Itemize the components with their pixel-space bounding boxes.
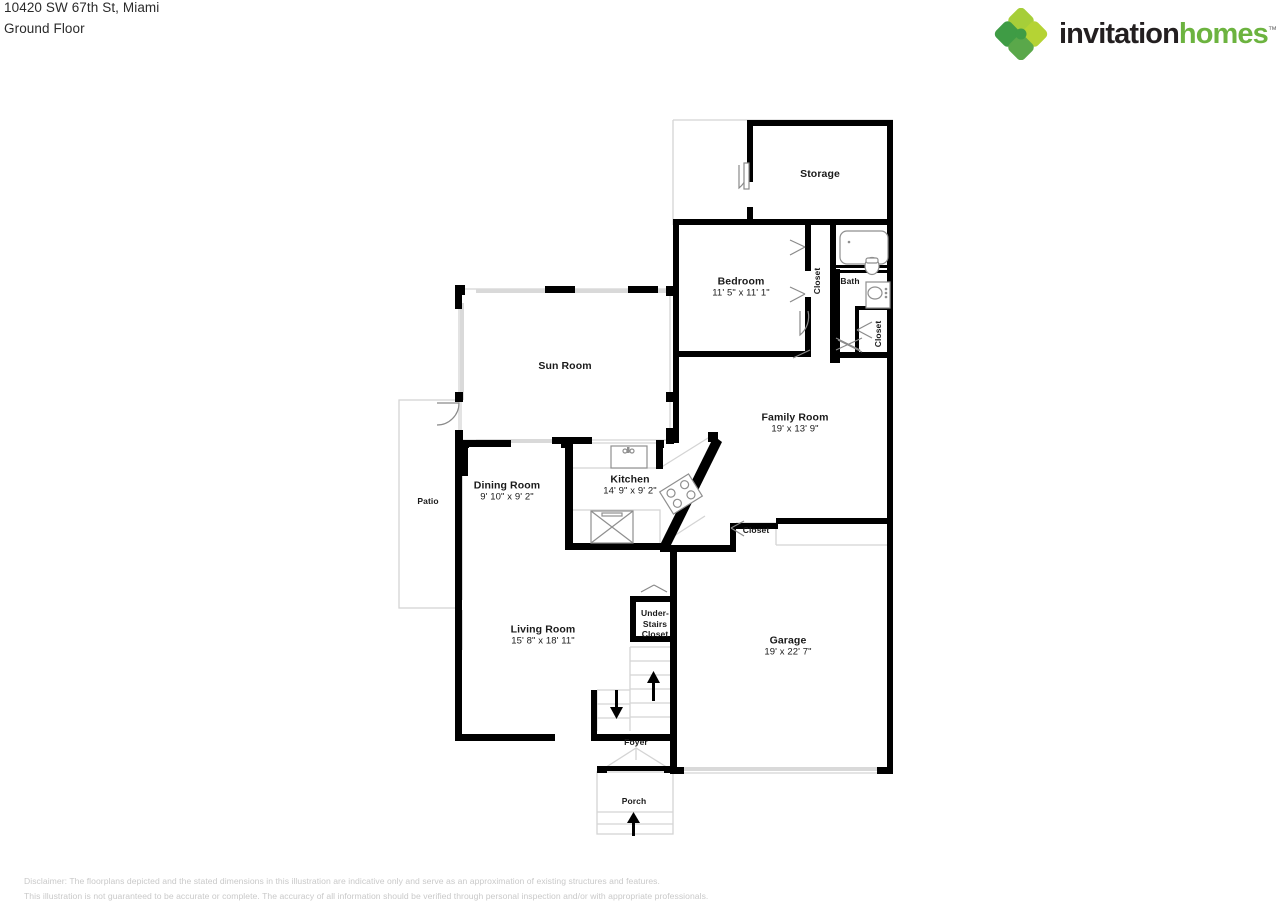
invitation-homes-mark-icon xyxy=(994,8,1048,60)
bathtub-icon xyxy=(839,230,889,265)
stairs-up-arrow-icon xyxy=(647,671,660,701)
thin-outline-group xyxy=(398,119,893,835)
logo-trademark: ™ xyxy=(1267,23,1277,34)
logo-word-homes: homes xyxy=(1178,17,1269,50)
porch-up-arrow-icon xyxy=(627,812,640,836)
sink-basin-icon xyxy=(867,286,883,300)
cooktop-icon xyxy=(658,473,704,515)
kitchen-fixture-group xyxy=(590,445,704,544)
logo-word-invitation: invitation xyxy=(1059,17,1180,50)
page-title-address: 10420 SW 67th St, Miami xyxy=(4,0,160,15)
kitchen-sink-icon xyxy=(610,445,648,469)
wall-group xyxy=(455,120,893,774)
stairs-down-arrow-icon xyxy=(610,690,623,719)
bath-fixture-group xyxy=(839,230,891,309)
disclaimer-line-1: Disclaimer: The floorplans depicted and … xyxy=(24,876,660,886)
door-swing-group xyxy=(436,162,873,593)
page-subtitle-floor: Ground Floor xyxy=(4,21,85,36)
disclaimer-line-2: This illustration is not guaranteed to b… xyxy=(24,890,709,901)
arrow-group xyxy=(610,671,660,836)
logo-wordmark: invitationhomes™ xyxy=(1059,17,1277,50)
disclaimer: Disclaimer: The floorplans depicted and … xyxy=(24,874,1124,902)
brand-logo: invitationhomes™ xyxy=(993,8,1277,60)
